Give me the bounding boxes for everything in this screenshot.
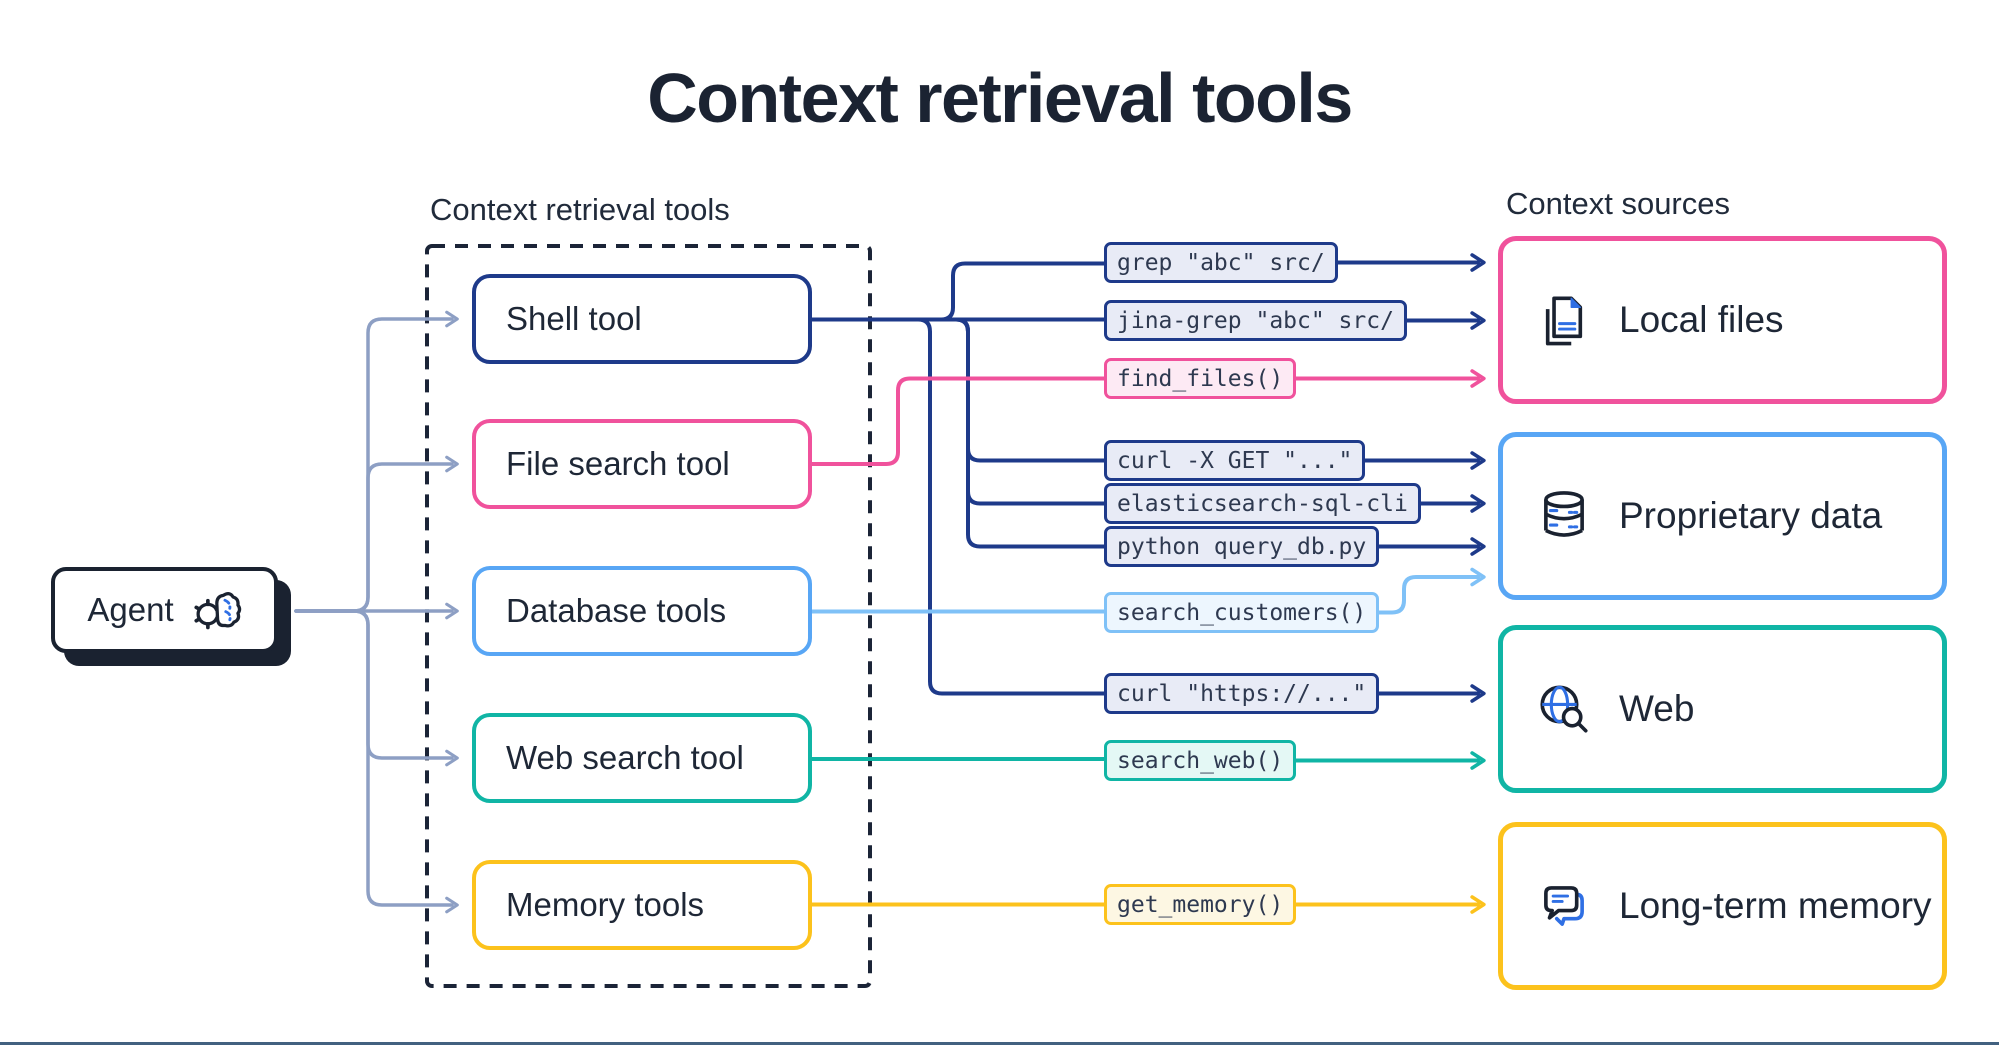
- source-label: Long-term memory: [1619, 885, 1932, 926]
- agent-box: Agent: [51, 567, 278, 653]
- command-chip-elasticsearch: elasticsearch-sql-cli: [1104, 483, 1421, 524]
- gear-brain-icon: [194, 592, 241, 630]
- command-chip-python-query: python query_db.py: [1104, 526, 1380, 567]
- tool-label: Database tools: [506, 592, 727, 629]
- source-box-long-term-memory: Long-term memory: [1498, 822, 1947, 990]
- bottom-divider: [0, 1042, 1999, 1045]
- page-title: Context retrieval tools: [647, 59, 1353, 137]
- documents-icon: [1545, 296, 1583, 346]
- tool-label: Web search tool: [506, 739, 744, 776]
- command-chip-curl-get: curl -X GET "...": [1104, 440, 1366, 481]
- tool-box-shell: Shell tool: [472, 274, 812, 364]
- source-box-proprietary-data: Proprietary data: [1498, 432, 1947, 600]
- source-label: Proprietary data: [1619, 495, 1883, 536]
- tool-label: Shell tool: [506, 300, 642, 337]
- tool-box-file-search: File search tool: [472, 419, 812, 509]
- command-chip-get-memory: get_memory(): [1104, 884, 1297, 925]
- source-label: Web: [1619, 688, 1695, 729]
- source-box-web: Web: [1498, 625, 1947, 793]
- database-icon: [1544, 491, 1584, 537]
- globe-search-icon: [1540, 685, 1588, 733]
- tool-box-web-search: Web search tool: [472, 713, 812, 803]
- tool-box-memory: Memory tools: [472, 860, 812, 950]
- command-chip-jina-grep: jina-grep "abc" src/: [1104, 300, 1407, 341]
- command-chip-search-customers: search_customers(): [1104, 592, 1380, 633]
- agent-label: Agent: [87, 591, 174, 628]
- tools-section-label: Context retrieval tools: [430, 192, 730, 227]
- chat-bubbles-icon: [1544, 886, 1584, 926]
- command-chip-grep: grep "abc" src/: [1104, 242, 1338, 283]
- tool-label: File search tool: [506, 445, 730, 482]
- sources-section-label: Context sources: [1506, 186, 1730, 221]
- tool-label: Memory tools: [506, 886, 705, 923]
- source-box-local-files: Local files: [1498, 236, 1947, 404]
- command-chip-curl-https: curl "https://...": [1104, 673, 1380, 714]
- source-label: Local files: [1619, 299, 1784, 340]
- tool-box-database: Database tools: [472, 566, 812, 656]
- command-chip-search-web: search_web(): [1104, 740, 1297, 781]
- command-chip-find-files: find_files(): [1104, 358, 1297, 399]
